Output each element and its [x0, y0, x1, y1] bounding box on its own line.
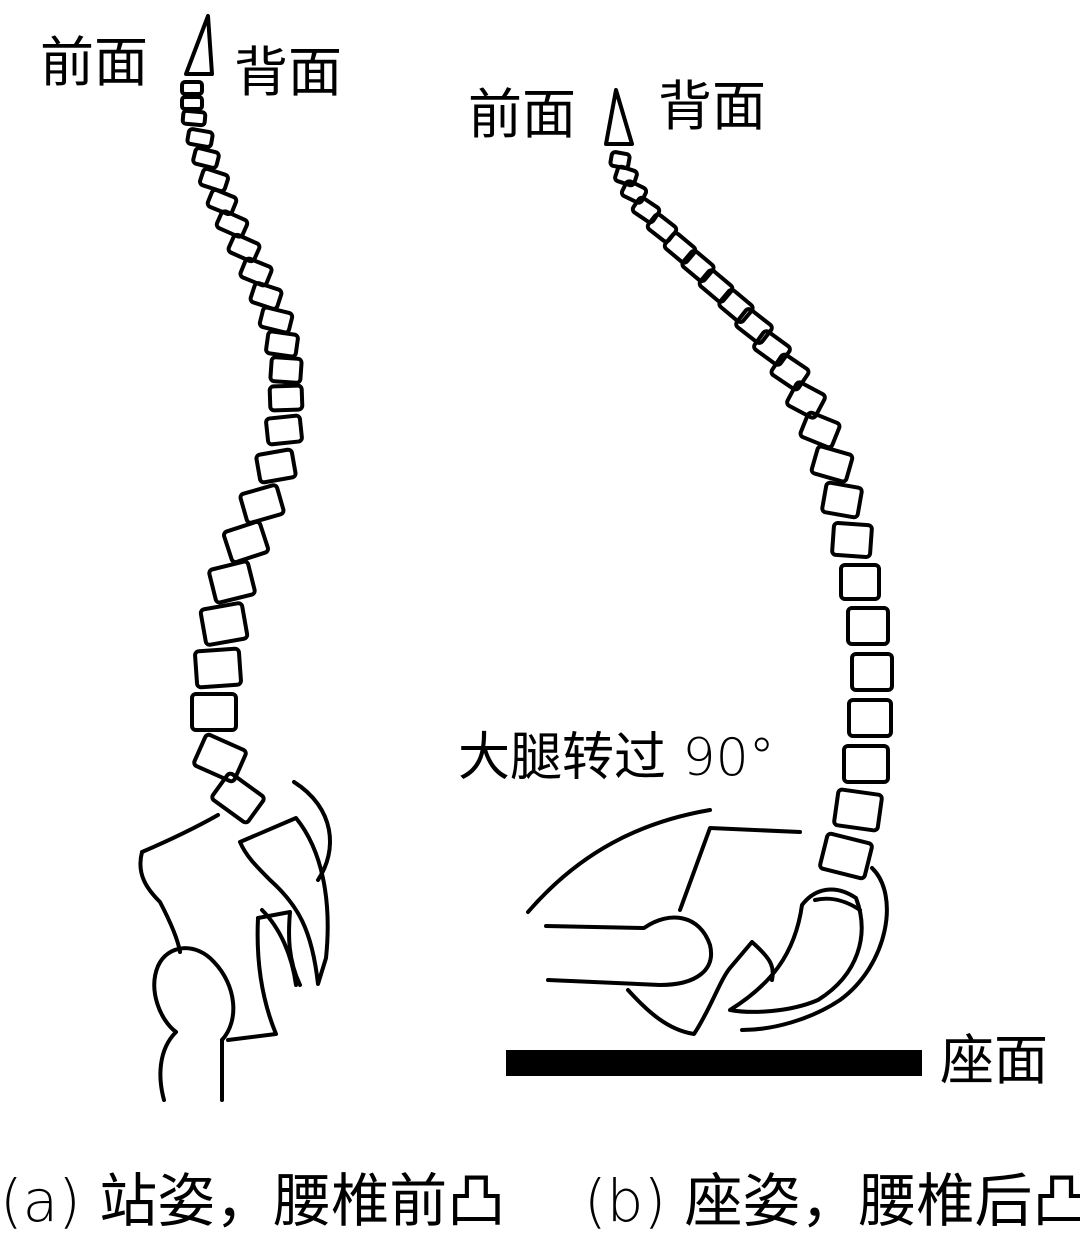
- standing-vertebra: [238, 483, 286, 525]
- standing-vertebra: [257, 305, 295, 335]
- sitting-vertebra: [619, 179, 649, 205]
- sitting-thigh-outline: [526, 808, 712, 914]
- sitting-vertebra: [798, 410, 842, 450]
- sitting-vertebra: [645, 212, 679, 244]
- sitting-pelvis: [506, 808, 922, 1076]
- standing-vertebra: [205, 187, 239, 217]
- standing-vertebra: [185, 127, 215, 149]
- sitting-vertebra: [680, 248, 716, 284]
- standing-vertebra: [192, 732, 248, 784]
- sitting-vertebra: [847, 698, 893, 738]
- standing-vertebra: [207, 559, 257, 605]
- sitting-vertebra: [818, 831, 874, 881]
- panel-a-front-label: 前面: [40, 31, 148, 94]
- panel-a-back-label: 背面: [234, 41, 342, 104]
- standing-vertebra: [190, 692, 238, 732]
- sitting-vertebra: [809, 444, 855, 484]
- standing-femur-head: [152, 946, 236, 1042]
- standing-vertebra: [267, 383, 305, 413]
- sitting-head-marker: [604, 88, 634, 146]
- standing-ischium: [226, 910, 302, 1042]
- standing-vertebra: [191, 146, 221, 170]
- sitting-vertebra: [734, 307, 774, 345]
- panel-b-back-label: 背面: [658, 75, 766, 138]
- standing-vertebra: [226, 232, 262, 264]
- standing-vertebra: [180, 80, 204, 96]
- standing-sacrum: [238, 816, 330, 986]
- standing-vertebra: [210, 771, 266, 825]
- standing-vertebra: [198, 166, 230, 194]
- standing-vertebra: [193, 646, 243, 690]
- standing-ilium: [138, 813, 220, 954]
- sitting-vertebra: [785, 380, 827, 420]
- sitting-vertebra: [662, 231, 698, 265]
- sitting-vertebra: [769, 352, 811, 392]
- standing-pelvis: [138, 780, 332, 1102]
- standing-vertebra: [198, 601, 250, 647]
- sitting-vertebra: [842, 744, 890, 784]
- sitting-femur-head: [544, 915, 714, 987]
- panel-b-front-label: 前面: [468, 83, 576, 146]
- sitting-vertebra: [630, 195, 662, 225]
- sitting-vertebra: [830, 520, 874, 560]
- sitting-vertebra: [839, 563, 881, 601]
- standing-vertebra: [268, 355, 304, 385]
- standing-spine: [180, 80, 305, 825]
- sitting-ischium: [626, 940, 775, 1036]
- sitting-vertebra: [850, 652, 894, 692]
- panel-a-caption: (a) 站姿，腰椎前凸: [0, 1167, 506, 1235]
- standing-vertebra: [222, 519, 270, 565]
- sitting-vertebra: [820, 480, 864, 520]
- sitting-ilium: [740, 866, 889, 1032]
- sitting-femur-neck: [678, 826, 802, 912]
- sitting-vertebra: [752, 329, 792, 367]
- standing-iliac-crest: [292, 780, 332, 882]
- standing-vertebra: [214, 209, 250, 239]
- seat-surface: [506, 1050, 922, 1076]
- sitting-vertebra: [613, 164, 639, 188]
- standing-vertebra: [238, 256, 274, 288]
- panel-b-caption: (b) 座姿，腰椎后凸: [584, 1167, 1080, 1235]
- standing-vertebra: [254, 447, 298, 485]
- standing-vertebra: [180, 95, 204, 111]
- sitting-vertebra: [717, 287, 755, 325]
- standing-femur-shaft: [158, 1030, 224, 1102]
- standing-head-marker: [184, 14, 214, 76]
- standing-vertebra: [180, 108, 208, 128]
- standing-vertebra: [264, 329, 300, 359]
- seat-label: 座面: [940, 1029, 1048, 1092]
- standing-vertebra: [264, 413, 304, 447]
- sitting-vertebra: [697, 268, 735, 304]
- sitting-sacrum-ridge: [813, 896, 862, 912]
- standing-vertebra: [248, 281, 284, 311]
- thigh-rotation-label: 大腿转过 90°: [458, 728, 775, 788]
- sitting-sacrum: [728, 887, 864, 1014]
- sitting-vertebra: [832, 787, 884, 833]
- sitting-spine: [608, 150, 894, 881]
- sitting-vertebra: [846, 606, 890, 646]
